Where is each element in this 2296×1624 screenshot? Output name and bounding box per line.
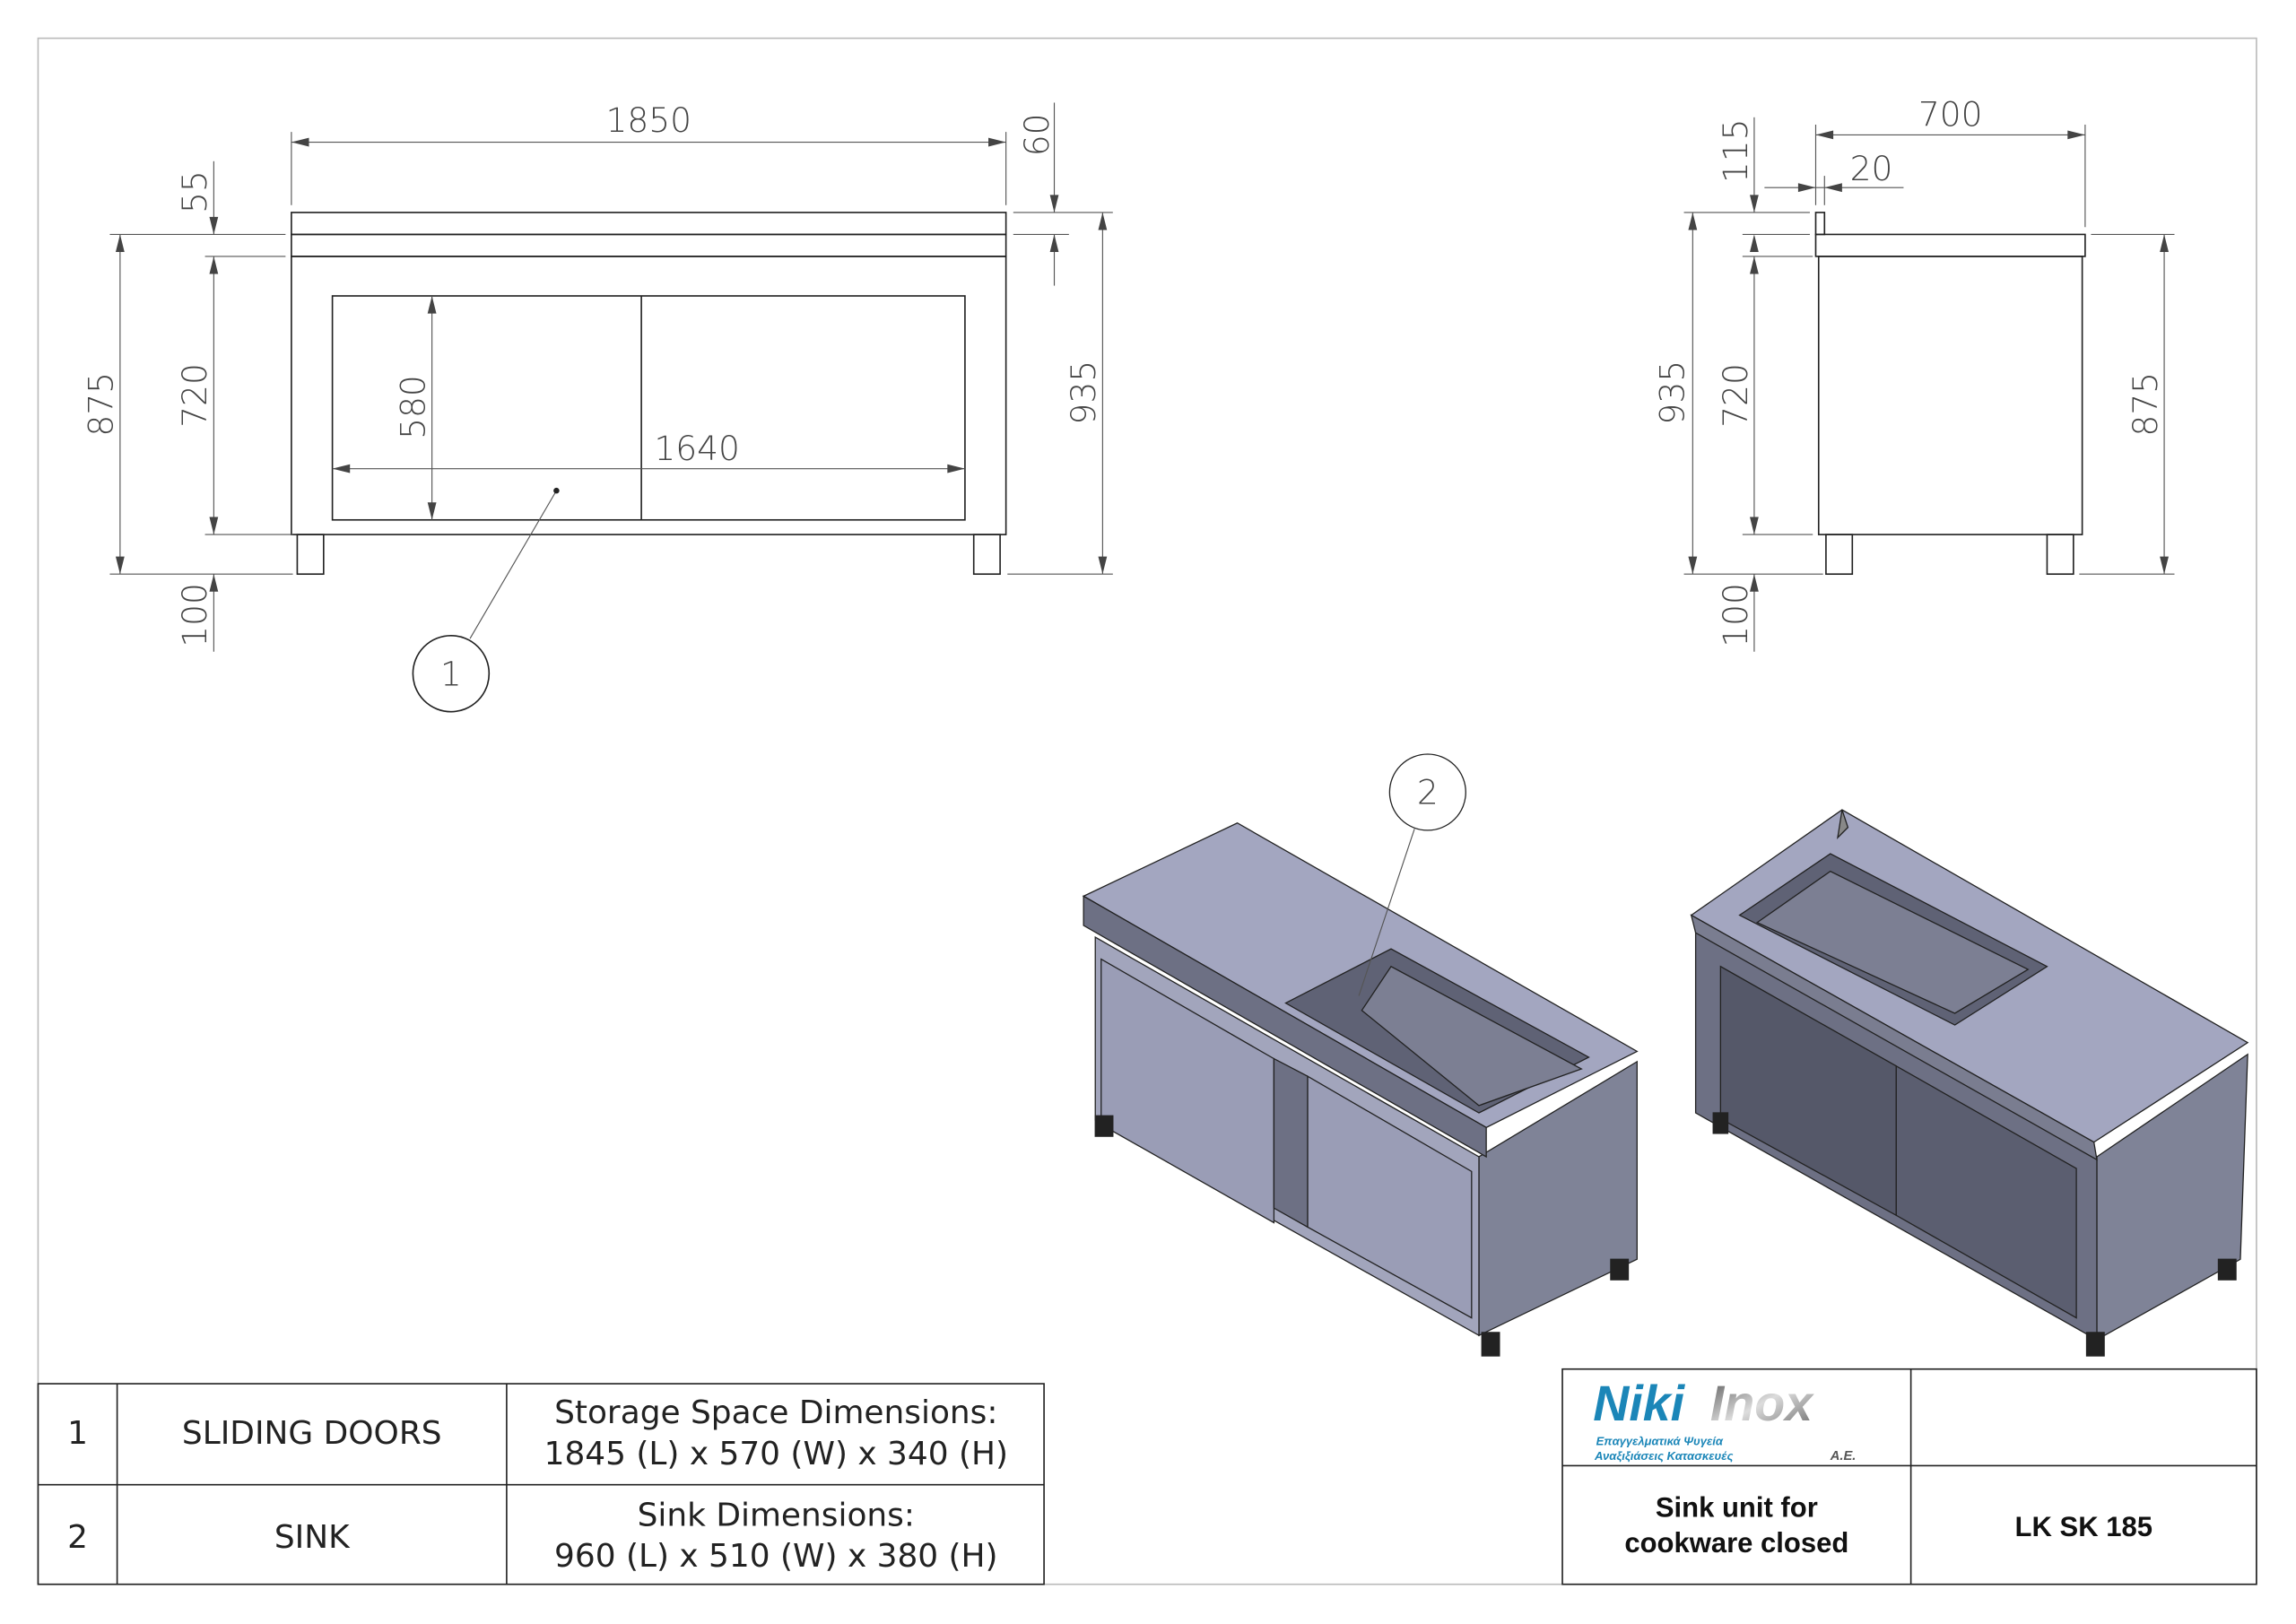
front-view: 1850 60 55 875 720 100 935 580 1640 1 [82, 100, 1113, 713]
dim-overall-length: 1850 [605, 100, 691, 140]
logo-suffix: A.E. [1830, 1449, 1857, 1463]
company-logo: Niki Inox Επαγγελματικά Ψυγεία Αναξιξιάσ… [1593, 1376, 1856, 1463]
part-number: 2 [67, 1519, 88, 1556]
side-view: 700 20 115 935 720 100 875 [1653, 95, 2175, 652]
description-line2: cookware closed [1624, 1527, 1848, 1559]
leg [1825, 534, 1854, 576]
part-description-line2: 1845 (L) x 570 (W) x 340 (H) [544, 1436, 1008, 1472]
product-code: LK SK 185 [2015, 1511, 2152, 1542]
leg [296, 534, 325, 576]
dim-top-thickness: 60 [1017, 114, 1057, 157]
parts-table: 1 SLIDING DOORS Storage Space Dimensions… [37, 1383, 1045, 1585]
dim-depth: 700 [1918, 95, 1983, 135]
dim-height-to-top: 875 [82, 372, 121, 437]
part-description-line2: 960 (L) x 510 (W) x 380 (H) [554, 1538, 998, 1575]
dim-height-to-top: 875 [2126, 372, 2165, 437]
parts-row-2: 2 SINK Sink Dimensions: 960 (L) x 510 (W… [67, 1497, 997, 1575]
part-number: 1 [67, 1415, 88, 1452]
part-name: SINK [274, 1519, 351, 1556]
dim-leg-height: 100 [1716, 583, 1755, 647]
sheet-border [37, 37, 2257, 1585]
dim-leg-height: 100 [175, 583, 214, 647]
part-description-line1: Sink Dimensions: [638, 1497, 915, 1533]
dim-backsplash-thickness: 20 [1850, 149, 1893, 188]
dim-total-height: 935 [1064, 360, 1103, 425]
logo-brand-part2: Inox [1710, 1376, 1814, 1431]
part-description-line1: Storage Space Dimensions: [554, 1394, 997, 1431]
balloon-2: 2 [1417, 773, 1439, 812]
iso-view-open: 2 [1082, 753, 1639, 1357]
dim-body-height: 720 [1716, 363, 1755, 428]
dim-total-height: 935 [1653, 360, 1692, 425]
dim-body-height: 720 [175, 363, 214, 428]
logo-tagline2: Αναξιξιάσεις Κατασκευές [1594, 1449, 1733, 1463]
iso-view-closed [1690, 809, 2249, 1357]
balloon-1: 1 [440, 654, 462, 693]
leg [2046, 534, 2074, 576]
logo-tagline1: Επαγγελματικά Ψυγεία [1596, 1435, 1724, 1448]
logo-brand-part1: Niki [1593, 1376, 1685, 1431]
dim-backsplash-height: 115 [1716, 119, 1755, 184]
dim-door-height: 580 [393, 375, 432, 439]
dim-backsplash: 55 [175, 170, 214, 213]
title-block: Niki Inox Επαγγελματικά Ψυγεία Αναξιξιάσ… [1561, 1368, 2257, 1585]
dim-door-width: 1640 [654, 429, 740, 468]
description-line1: Sink unit for [1656, 1492, 1818, 1524]
part-name: SLIDING DOORS [182, 1415, 442, 1452]
leg [972, 534, 1001, 576]
parts-row-1: 1 SLIDING DOORS Storage Space Dimensions… [67, 1394, 1008, 1472]
